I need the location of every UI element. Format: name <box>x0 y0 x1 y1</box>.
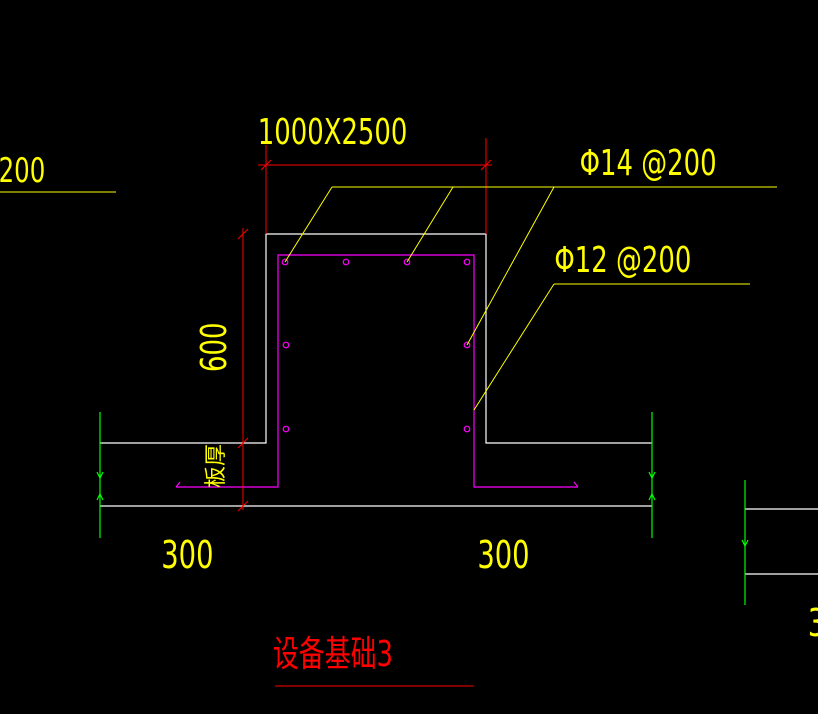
rebar-dot <box>342 258 350 266</box>
dimension-lines <box>237 138 492 687</box>
rebar-top-label: Φ14 @200 <box>580 143 717 184</box>
side-rebar-leader <box>473 283 555 411</box>
top-tick-right <box>480 159 492 171</box>
rebar-dot <box>282 341 290 349</box>
rebar-stirrup <box>176 254 578 488</box>
rebar-dot <box>463 425 471 433</box>
rebar-hook-left <box>175 481 181 488</box>
foundation-outline <box>100 233 818 575</box>
left-edge-label: 200 <box>0 151 45 190</box>
height-tick-bottom <box>237 500 249 512</box>
top-rebar-leader-3 <box>466 186 555 346</box>
size-label: 1000X2500 <box>258 112 408 153</box>
height-tick-mid <box>237 437 249 449</box>
rebar-cage <box>175 254 579 488</box>
far-right-arrow-mark <box>741 539 749 548</box>
rebar-dot <box>463 341 471 349</box>
left-width-label: 300 <box>161 532 213 577</box>
leader-lines <box>0 186 777 411</box>
drawing-title: 设备基础3 <box>273 634 393 675</box>
rebar-dot <box>281 258 289 266</box>
height-tick-top <box>237 228 249 240</box>
slab-thickness-label: 板厚 <box>204 444 229 488</box>
right-arrow-mark-top <box>648 471 656 480</box>
rebar-hook-right <box>573 481 579 488</box>
extension-lines <box>96 412 749 605</box>
right-width-label: 300 <box>477 532 529 577</box>
rebar-side-label: Φ12 @200 <box>554 240 691 281</box>
right-edge-label: 3 <box>808 600 818 645</box>
top-tick-left <box>260 159 272 171</box>
height-label: 600 <box>194 323 235 372</box>
pedestal-outline <box>100 233 652 444</box>
top-rebar-leader-2 <box>406 186 454 263</box>
left-arrow-mark-top <box>96 471 104 480</box>
top-rebar-leader-1 <box>284 186 333 263</box>
left-arrow-mark-bottom <box>96 492 104 501</box>
rebar-dot <box>403 258 411 266</box>
rebar-dot <box>282 425 290 433</box>
rebar-dot <box>463 258 471 266</box>
right-arrow-mark-bottom <box>648 492 656 501</box>
